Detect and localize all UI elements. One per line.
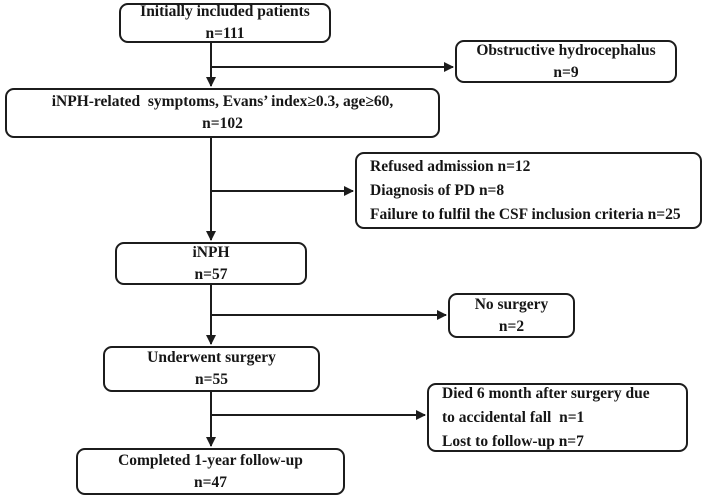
box-label: Completed 1-year follow-up	[118, 451, 303, 469]
box-count: n=55	[195, 371, 228, 388]
box-count: n=47	[194, 473, 227, 491]
loss-died-line-2: to accidental fall n=1	[442, 408, 585, 426]
box-inph: iNPH n=57	[115, 242, 307, 285]
loss-died-line-1: Died 6 month after surgery due	[442, 384, 650, 402]
exclusion-csf-criteria: Failure to fulfil the CSF inclusion crit…	[370, 205, 681, 223]
box-lost-after-surgery: Died 6 month after surgery due to accide…	[427, 383, 688, 452]
box-no-surgery: No surgery n=2	[448, 293, 575, 338]
box-label: No surgery	[474, 295, 549, 313]
loss-lost-to-follow-up: Lost to follow-up n=7	[442, 432, 584, 450]
box-obstructive-hydrocephalus: Obstructive hydrocephalus n=9	[455, 40, 677, 83]
box-label: Initially included patients	[140, 3, 310, 20]
box-count: n=2	[498, 317, 525, 335]
box-initially-included-patients: Initially included patients n=111	[119, 3, 331, 43]
box-label: iNPH	[192, 243, 230, 261]
exclusion-pd-diagnosis: Diagnosis of PD n=8	[370, 181, 505, 199]
box-label: Obstructive hydrocephalus	[476, 41, 656, 59]
box-inph-related-symptoms: iNPH-related symptoms, Evans’ index≥0.3,…	[5, 88, 440, 138]
box-completed-follow-up: Completed 1-year follow-up n=47	[76, 448, 345, 495]
box-count: n=57	[194, 265, 228, 283]
box-label: Underwent surgery	[147, 349, 276, 366]
box-underwent-surgery: Underwent surgery n=55	[103, 346, 320, 392]
box-count: n=9	[553, 63, 579, 81]
box-count: n=102	[202, 115, 243, 132]
exclusion-refused-admission: Refused admission n=12	[370, 157, 531, 175]
box-label: iNPH-related symptoms, Evans’ index≥0.3,…	[51, 93, 394, 110]
box-exclusions-before-inph: Refused admission n=12 Diagnosis of PD n…	[355, 152, 702, 229]
box-count: n=111	[205, 25, 245, 42]
